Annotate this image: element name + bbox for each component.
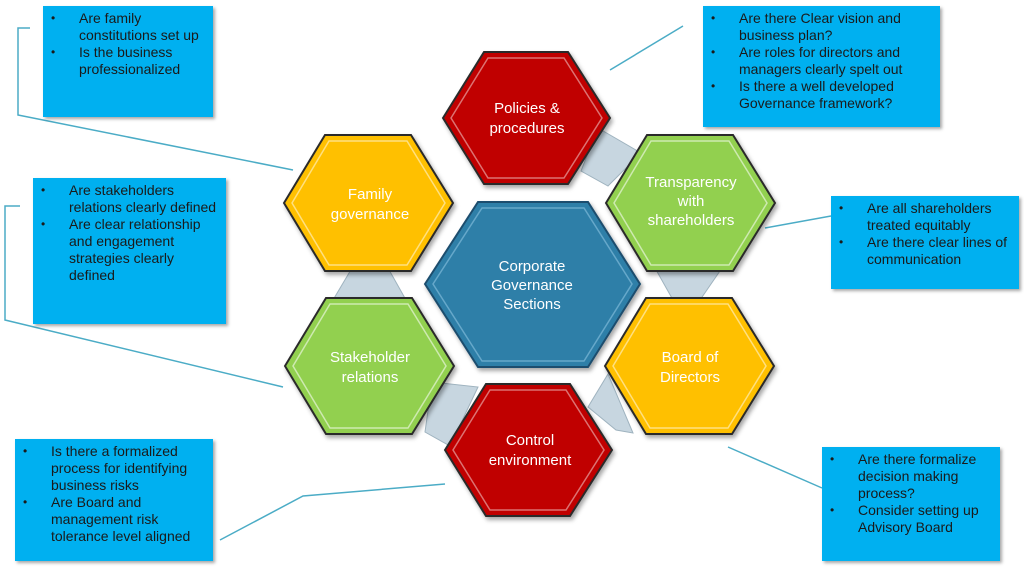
note-family: Are family constitutions set up Is the b…	[43, 6, 213, 117]
note-stakeholder: Are stakeholders relations clearly defin…	[33, 178, 226, 324]
control-label-line-2: environment	[489, 452, 572, 469]
hexagon-center-bevel	[432, 207, 633, 362]
hexagon-center	[423, 201, 642, 368]
note-transparency-item: Are all shareholders treated equitably	[839, 200, 1013, 234]
board-label-line-2: Directors	[660, 369, 720, 386]
transparency-label-line-2: with	[677, 193, 705, 210]
leader-line-policies	[609, 25, 684, 71]
center-label-line-3: Sections	[503, 296, 561, 313]
hexagon-transparency	[604, 134, 777, 272]
leader-line-board	[727, 446, 823, 489]
note-family-item: Is the business professionalized	[51, 44, 207, 78]
stakeholder-label-line-2: relations	[342, 369, 399, 386]
leader-line-stakeholder	[4, 205, 284, 388]
note-stakeholder-item: Are stakeholders relations clearly defin…	[41, 182, 220, 216]
connector-policies-transparency	[580, 127, 642, 187]
hexagon-policies	[441, 51, 612, 185]
control-label-line-1: Control	[506, 432, 554, 449]
connector-transparency-board	[654, 267, 723, 301]
policies-label-line-1: Policies &	[494, 100, 560, 117]
note-family-item: Are family constitutions set up	[51, 10, 207, 44]
note-policies-item: Is there a well developed Governance fra…	[711, 78, 934, 112]
note-policies: Are there Clear vision and business plan…	[703, 6, 940, 127]
policies-label-line-2: procedures	[489, 120, 564, 137]
note-policies-item: Are roles for directors and managers cle…	[711, 44, 934, 78]
family-label-line-1: Family	[348, 186, 393, 203]
connector-stakeholder-family	[332, 267, 407, 301]
transparency-label-line-1: Transparency	[645, 174, 737, 191]
note-control-item: Is there a formalized process for identi…	[23, 443, 207, 494]
note-control-item: Are Board and management risk tolerance …	[23, 494, 207, 545]
leader-line-family	[17, 27, 294, 171]
hexagon-center-shape	[423, 201, 642, 368]
hexagon-family	[282, 134, 455, 272]
connector-board-control	[587, 372, 634, 434]
transparency-label-line-3: shareholders	[648, 212, 735, 229]
note-stakeholder-item: Are clear relationship and engagement st…	[41, 216, 220, 284]
note-transparency: Are all shareholders treated equitably A…	[831, 196, 1019, 289]
hexagon-board	[603, 297, 776, 435]
note-control: Is there a formalized process for identi…	[15, 439, 213, 561]
stakeholder-label-line-1: Stakeholder	[330, 349, 410, 366]
family-label-line-2: governance	[331, 206, 409, 223]
hexagon-stakeholder	[283, 297, 456, 435]
note-board: Are there formalize decision making proc…	[822, 447, 1000, 561]
note-board-item: Consider setting up Advisory Board	[830, 502, 994, 536]
leader-line-transparency	[764, 215, 832, 229]
center-label-line-1: Corporate	[499, 258, 566, 275]
note-policies-item: Are there Clear vision and business plan…	[711, 10, 934, 44]
note-transparency-item: Are there clear lines of communication	[839, 234, 1013, 268]
leader-line-control	[219, 483, 446, 541]
hexagon-control	[443, 383, 614, 517]
leader-lines	[4, 25, 832, 541]
center-label-line-2: Governance	[491, 277, 573, 294]
board-label-line-1: Board of	[662, 349, 720, 366]
note-board-item: Are there formalize decision making proc…	[830, 451, 994, 502]
